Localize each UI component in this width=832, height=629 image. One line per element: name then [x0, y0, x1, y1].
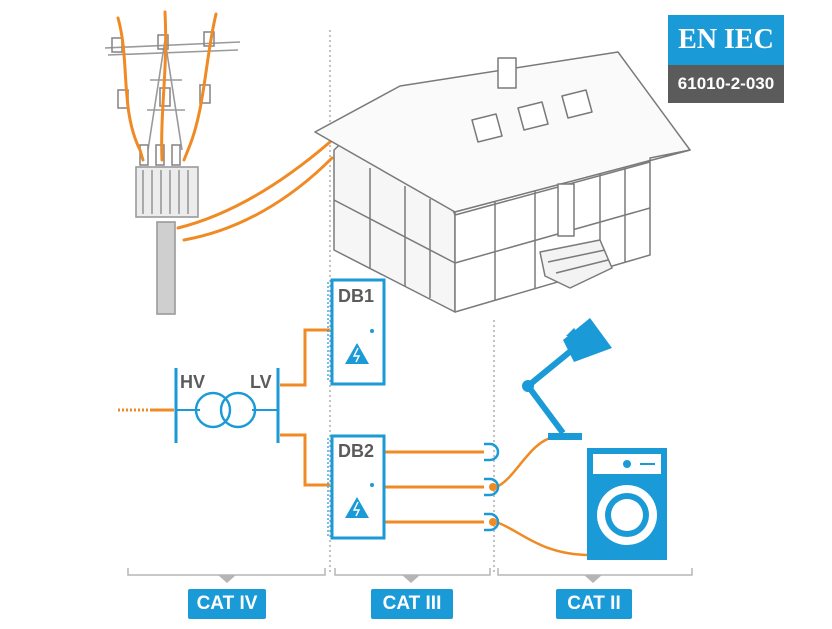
overhead-cables	[116, 10, 334, 242]
socket-icon	[484, 442, 500, 532]
bracket-arrows	[218, 575, 602, 583]
socket-plugs	[489, 483, 497, 526]
high-voltage-icon	[345, 497, 369, 518]
utility-pole-icon	[104, 31, 241, 315]
house-icon	[314, 51, 691, 313]
db1-label: DB1	[338, 286, 374, 306]
lv-label: LV	[250, 372, 272, 392]
network-lines	[118, 328, 591, 557]
desk-lamp-icon	[522, 318, 612, 440]
hv-label: HV	[180, 372, 205, 392]
db2-label: DB2	[338, 441, 374, 461]
category-cat-iv: CAT IV	[188, 589, 266, 619]
standard-title-badge: EN IEC	[668, 15, 784, 65]
standard-number-badge: 61010-2-030	[668, 65, 784, 103]
high-voltage-icon	[345, 343, 369, 364]
category-cat-ii: CAT II	[556, 589, 632, 619]
distribution-board-db2: DB2	[330, 434, 386, 540]
category-brackets	[127, 568, 693, 576]
washing-machine-icon	[587, 448, 667, 560]
category-cat-iii: CAT III	[371, 589, 453, 619]
category-dividers	[329, 30, 495, 575]
transformer-icon	[174, 368, 280, 443]
distribution-board-db1: DB1	[330, 278, 386, 386]
pole-transformer-icon	[135, 166, 199, 218]
